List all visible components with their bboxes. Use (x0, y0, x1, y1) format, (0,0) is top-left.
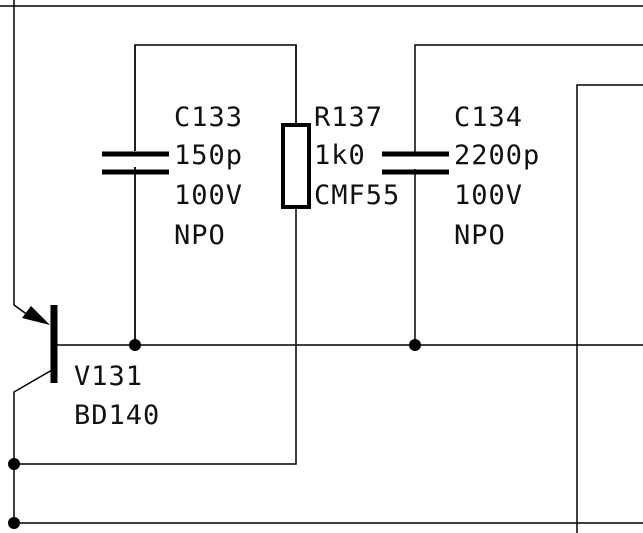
wire-c134-loop (414, 44, 643, 345)
emitter-arrow-icon (22, 306, 50, 325)
v131-ref: V131 (74, 361, 143, 392)
v131-part: BD140 (74, 400, 160, 431)
capacitor-symbol-icon (382, 151, 449, 175)
label-c134: C134 2200p 100V NPO (454, 102, 540, 251)
c133-ref: C133 (174, 102, 243, 133)
r137-type: CMF55 (314, 180, 400, 211)
pnp-transistor-symbol-icon (22, 305, 58, 383)
c134-ref: C134 (454, 102, 523, 133)
resistor-symbol-icon (281, 123, 311, 209)
r137-value: 1k0 (314, 140, 366, 171)
c134-value: 2200p (454, 140, 540, 171)
junction-dot-icon (8, 517, 20, 529)
c134-voltage: 100V (454, 180, 523, 211)
wire-r137-down (14, 207, 297, 465)
wire-left-vertical-to-emitter (13, 0, 33, 319)
c133-voltage: 100V (174, 180, 243, 211)
c133-dielectric: NPO (174, 220, 226, 251)
junction-dot-icon (129, 339, 141, 351)
c134-dielectric: NPO (454, 220, 506, 251)
label-r137: R137 1k0 CMF55 (314, 102, 400, 211)
r137-ref: R137 (314, 102, 383, 133)
wire-collector (13, 369, 53, 523)
capacitor-symbol-icon (102, 45, 169, 345)
wire-right-box (576, 84, 643, 533)
c133-value: 150p (174, 140, 243, 171)
junction-dot-icon (8, 458, 20, 470)
junctions (8, 339, 421, 529)
label-v131: V131 BD140 (74, 361, 160, 431)
junction-dot-icon (409, 339, 421, 351)
label-c133: C133 150p 100V NPO (174, 102, 243, 251)
